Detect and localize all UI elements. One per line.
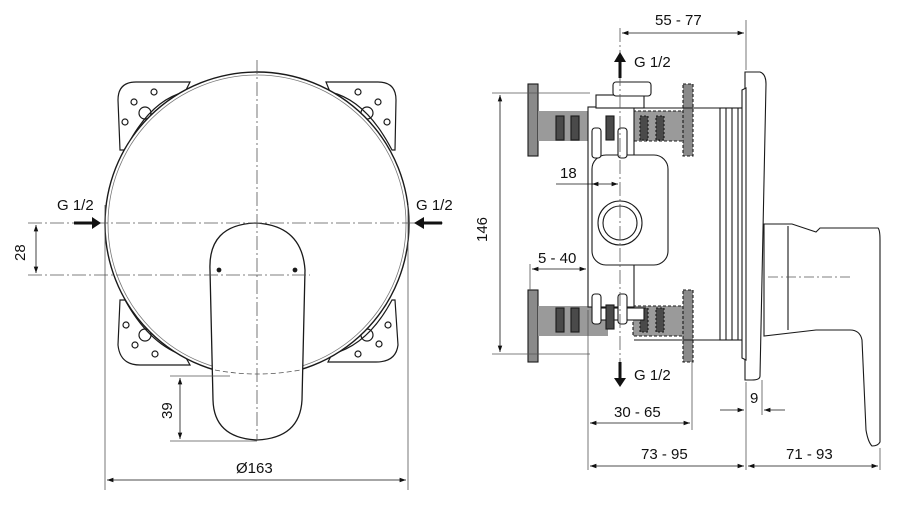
outlet-bottom-label: G 1/2 — [634, 367, 671, 384]
cover-plate-side — [744, 71, 767, 381]
dim-9: 9 — [750, 390, 759, 407]
inlet-left-label: G 1/2 — [57, 197, 94, 214]
side-view-dimensions — [492, 20, 881, 470]
outlet-top-label: G 1/2 — [634, 54, 671, 71]
dim-diameter-163: Ø163 — [236, 460, 273, 477]
inlet-arrow-right — [414, 217, 442, 229]
dim-height-146: 146 — [474, 216, 491, 242]
side-view — [527, 71, 881, 447]
dim-71-93: 71 - 93 — [786, 446, 833, 463]
dim-lever-39: 39 — [159, 402, 176, 419]
dim-5-40: 5 - 40 — [538, 250, 577, 267]
front-view-dimensions — [28, 60, 445, 490]
outlet-arrow-down — [614, 362, 626, 387]
inlet-right-label: G 1/2 — [416, 197, 453, 214]
dim-55-77: 55 - 77 — [655, 12, 702, 29]
outlet-arrow-up — [614, 52, 626, 78]
dim-offset-28: 28 — [12, 244, 29, 261]
dim-18: 18 — [560, 165, 577, 182]
dim-73-95: 73 - 95 — [641, 446, 688, 463]
lever-side — [763, 223, 881, 447]
inlet-arrow-left — [74, 217, 101, 229]
dim-30-65: 30 - 65 — [614, 404, 661, 421]
lever-handle — [209, 222, 306, 441]
